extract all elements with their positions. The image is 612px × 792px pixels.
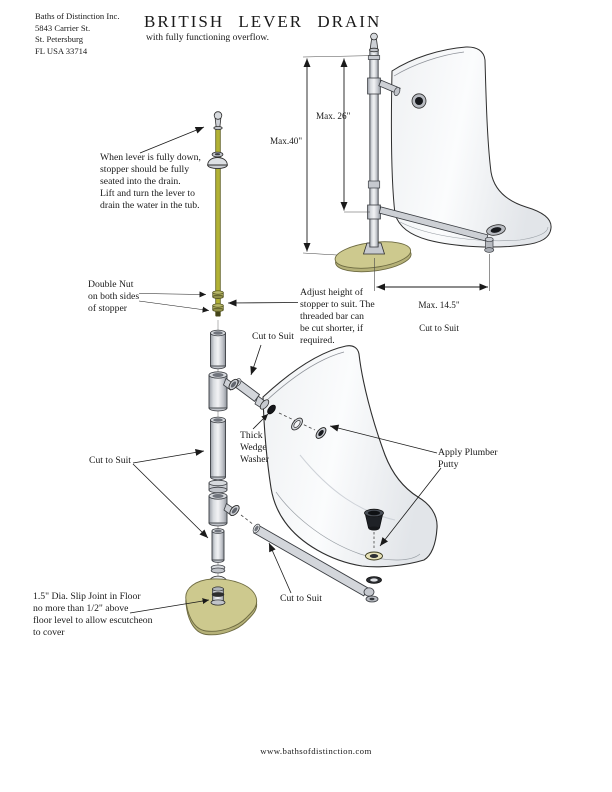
note-slip-joint: 1.5" Dia. Slip Joint in Floor no more th… xyxy=(33,591,153,638)
page-subtitle: with fully functioning overflow. xyxy=(146,32,270,43)
note-lever-operation: When lever is fully down, stopper should… xyxy=(100,152,201,211)
drain-tee xyxy=(208,492,255,527)
company-address-line2: St. Petersburg xyxy=(35,34,84,44)
dim-label-drain-run: Max. 14.5" Cut to Suit xyxy=(398,288,480,346)
dim-label-overflow-height: Max. 26" xyxy=(316,111,351,121)
floor-slip-joint xyxy=(210,586,226,606)
lever-knob-small xyxy=(368,32,379,53)
dimension-lines xyxy=(302,55,490,291)
label-cut-to-suit-overflow: Cut to Suit xyxy=(252,331,294,342)
thick-wedge-washer-part xyxy=(267,404,276,415)
drain-hole-icon xyxy=(486,224,506,236)
company-address-line1: 5843 Carrier St. xyxy=(35,22,91,33)
page-title: BRITISH LEVER DRAIN xyxy=(144,12,382,31)
double-nuts xyxy=(212,290,224,312)
label-cut-to-suit-vertical: Cut to Suit xyxy=(89,455,131,466)
overflow-hole-icon xyxy=(411,93,427,109)
leader-lines xyxy=(129,126,442,614)
letterhead: Baths of Distinction Inc. 5843 Carrier S… xyxy=(35,11,120,57)
stopper xyxy=(207,151,228,170)
label-double-nut: Double Nut on both sides of stopper xyxy=(88,279,140,314)
overflow-tee xyxy=(208,371,239,412)
coupling-ring xyxy=(208,479,228,494)
slip-ring xyxy=(210,564,226,574)
dim-label-drain-run-length: Max. 14.5" xyxy=(418,299,460,310)
tub-profile-large xyxy=(262,345,438,568)
pipe-segment-lower xyxy=(211,528,225,563)
floor-escutcheon-plate-small xyxy=(334,241,412,273)
tub-profile-small xyxy=(390,46,552,248)
label-apply-plumber-putty: Apply Plumber Putty xyxy=(438,447,498,470)
label-cut-to-suit-drain: Cut to Suit xyxy=(280,593,322,604)
pipe-assembly-small xyxy=(362,32,495,255)
drain-washer xyxy=(366,576,382,584)
pipe-segment-middle xyxy=(210,416,226,481)
pipe-segment-upper xyxy=(210,329,226,370)
company-name: Baths of Distinction Inc. xyxy=(35,11,120,21)
footer-url: www.bathsofdistinction.com xyxy=(260,746,372,756)
drain-pipe-diagonal xyxy=(252,523,379,603)
overflow-elbow xyxy=(254,395,270,410)
note-adjust-height: Adjust height of stopper to suit. The th… xyxy=(300,287,375,346)
exploded-view xyxy=(129,111,442,636)
lever-knob xyxy=(213,111,223,131)
putty-ring xyxy=(365,551,383,561)
dim-label-overall-height: Max.40" xyxy=(270,136,303,146)
assembled-view xyxy=(302,32,552,291)
drain-flange xyxy=(364,508,384,549)
overflow-trim-rings xyxy=(278,412,327,439)
company-address-line3: FL USA 33714 xyxy=(35,45,88,56)
label-thick-wedge-washer: Thick Wedge Washer xyxy=(240,430,269,465)
dim-label-drain-run-note: Cut to Suit xyxy=(419,322,459,333)
